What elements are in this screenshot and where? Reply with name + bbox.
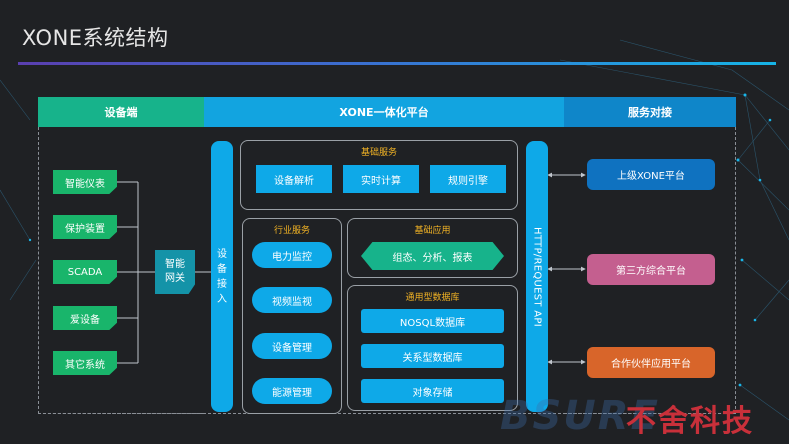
device-ai: 爱设备 — [53, 306, 117, 330]
database-object-storage: 对象存储 — [361, 379, 504, 403]
industry-service-energy-management: 能源管理 — [252, 378, 332, 404]
base-services-frame — [240, 140, 518, 210]
industry-service-device-management: 设备管理 — [252, 333, 332, 359]
database-relational: 关系型数据库 — [361, 344, 504, 368]
header-platform: XONE一体化平台 — [204, 97, 564, 127]
device-smart-meter: 智能仪表 — [53, 170, 117, 194]
service-partner-app-platform: 合作伙伴应用平台 — [587, 347, 715, 378]
base-service-rule-engine: 规则引擎 — [430, 165, 506, 193]
bottom-divider — [38, 413, 736, 414]
smart-gateway: 智能网关 — [155, 250, 195, 294]
base-services-title: 基础服务 — [360, 148, 397, 158]
device-other-systems: 其它系统 — [53, 351, 117, 375]
databases-title: 通用型数据库 — [405, 293, 460, 303]
api-label: HTTP/REQUEST API — [531, 226, 543, 327]
industry-services-frame — [242, 218, 342, 414]
watermark-logo-cn: 不舍科技 — [626, 404, 754, 439]
industry-services-title: 行业服务 — [273, 226, 310, 236]
base-service-realtime-compute: 实时计算 — [343, 165, 419, 193]
device-access-label: 设备接入 — [217, 248, 227, 305]
device-access-bar: 设备接入 — [211, 141, 233, 412]
industry-service-video-monitoring: 视频监视 — [252, 287, 332, 313]
service-upper-xone-platform: 上级XONE平台 — [587, 159, 715, 190]
base-app-config-analysis-report: 组态、分析、报表 — [361, 242, 504, 270]
title-divider — [18, 62, 776, 65]
base-apps-frame — [347, 218, 518, 278]
watermark-logo-en: BSURE — [500, 393, 660, 439]
base-service-device-parsing: 设备解析 — [256, 165, 332, 193]
header-service: 服务对接 — [564, 97, 736, 127]
service-third-party-platform: 第三方综合平台 — [587, 254, 715, 285]
page-title: XONE系统结构 — [22, 26, 169, 50]
databases-frame — [347, 285, 518, 411]
device-protection: 保护装置 — [53, 215, 117, 239]
api-bar: HTTP/REQUEST API — [526, 141, 548, 412]
base-apps-title: 基础应用 — [414, 226, 451, 236]
industry-service-power-monitoring: 电力监控 — [252, 242, 332, 268]
database-nosql: NOSQL数据库 — [361, 309, 504, 333]
device-scada: SCADA — [53, 260, 117, 284]
header-device: 设备端 — [38, 97, 204, 127]
